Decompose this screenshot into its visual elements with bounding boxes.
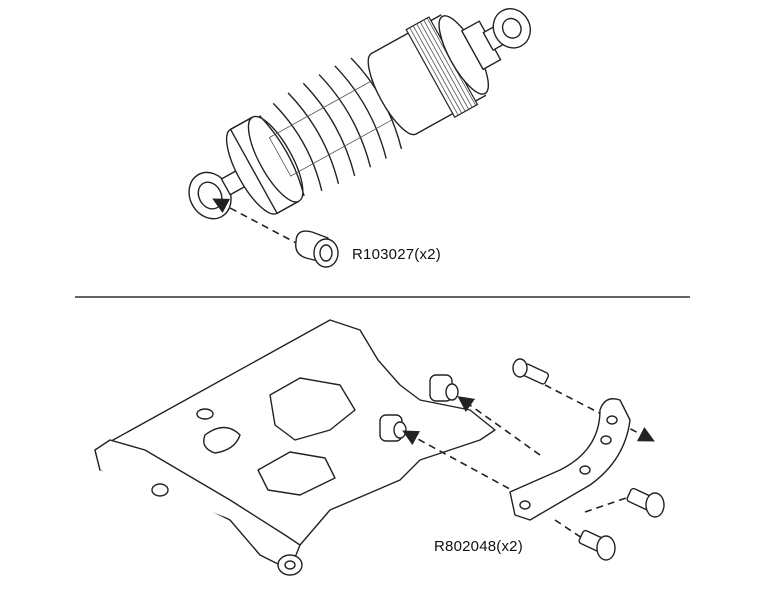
shock-absorber — [188, 8, 531, 220]
bushing — [295, 230, 339, 268]
suspension-arm — [94, 319, 496, 576]
screw — [578, 529, 616, 561]
shock-mount-plate — [509, 398, 631, 521]
screw — [626, 487, 665, 518]
screw — [512, 358, 550, 385]
mount-plate-part-label: R802048(x2) — [434, 538, 523, 555]
bushing-part-label: R103027(x2) — [352, 246, 441, 263]
